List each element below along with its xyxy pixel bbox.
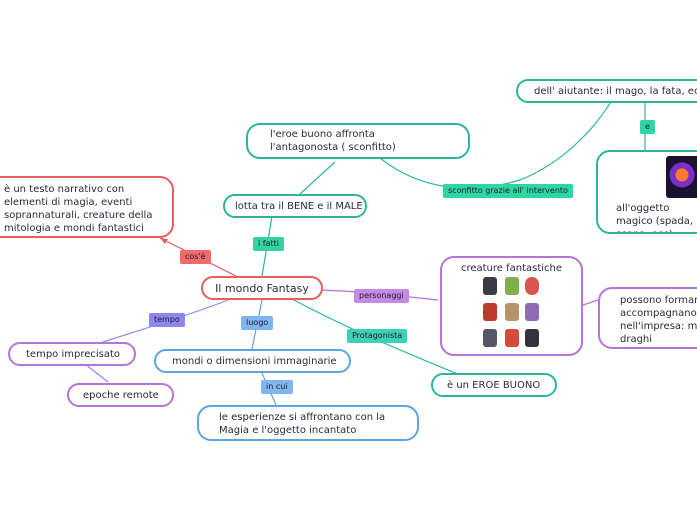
places-node[interactable]: mondi o dimensioni immaginarie	[154, 349, 351, 373]
tag-tempo[interactable]: tempo	[149, 313, 185, 327]
magic-object-image	[666, 156, 697, 198]
definition-node[interactable]: è un testo narrativo con elementi di mag…	[0, 176, 174, 238]
tag-luogo[interactable]: luogo	[241, 316, 274, 330]
tag-in-cui[interactable]: in cui	[261, 380, 293, 394]
hero-vs-node[interactable]: l'eroe buono affronta l'antagonosta ( sc…	[246, 123, 470, 159]
tag-fatti[interactable]: i fatti	[253, 237, 284, 251]
conflict-node[interactable]: lotta tra il BENE e il MALE	[223, 194, 367, 218]
experiences-node[interactable]: le esperienze si affrontano con la Magia…	[197, 405, 419, 441]
tag-cose[interactable]: cos'è	[180, 250, 211, 264]
creatures-roles-node[interactable]: possono formare accompagnano nell'impres…	[598, 287, 697, 349]
helper-node[interactable]: dell' aiutante: il mago, la fata, ecc	[516, 79, 697, 103]
tag-personaggi[interactable]: personaggi	[354, 289, 409, 303]
tag-sconfitto[interactable]: sconfitto grazie all' intervento	[443, 184, 573, 198]
creatures-image	[479, 277, 545, 351]
hero-node[interactable]: è un EROE BUONO	[431, 373, 557, 397]
central-topic[interactable]: Il mondo Fantasy	[201, 276, 323, 300]
tag-protagonista[interactable]: Protagonista	[347, 329, 408, 343]
remote-epochs-node[interactable]: epoche remote	[67, 383, 174, 407]
tag-e[interactable]: e	[640, 120, 655, 134]
time-node[interactable]: tempo imprecisato	[8, 342, 136, 366]
